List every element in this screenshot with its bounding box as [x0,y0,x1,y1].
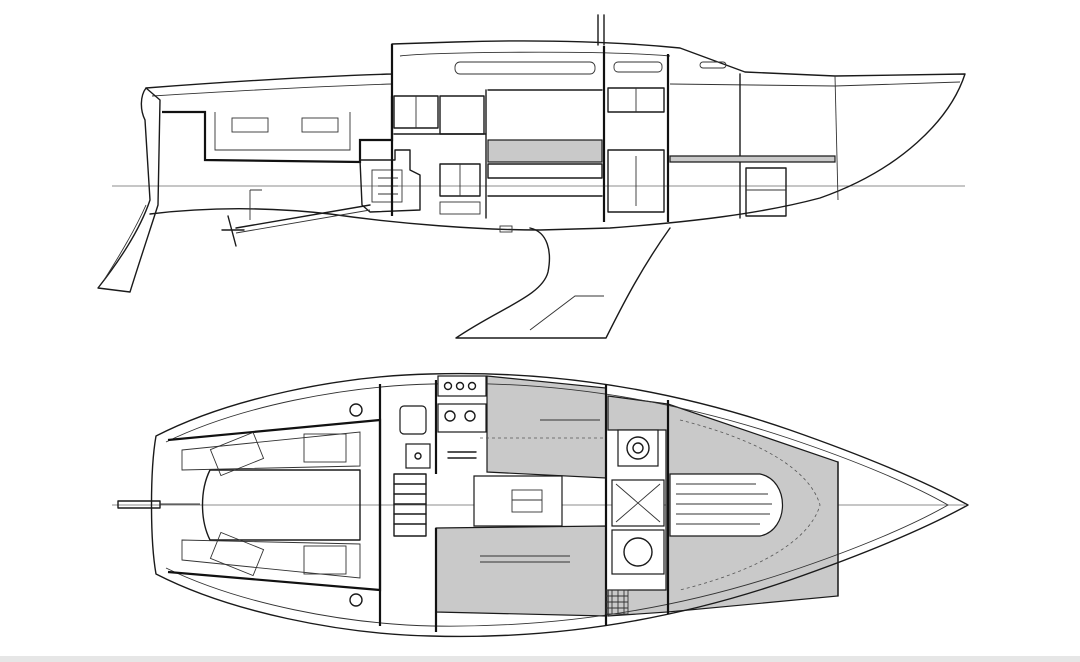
saloon-settee-cushion [487,139,603,163]
head-cabinet [607,149,665,213]
cockpit-well [162,96,394,164]
saloon-settee-front [487,163,603,179]
toilet-compartment [611,529,665,575]
keel [455,227,671,339]
galley-sink-2 [405,443,431,469]
hull-plan [150,372,969,638]
stove-burner [464,410,476,422]
propeller [221,215,245,247]
cockpit-seat [209,431,265,477]
cockpit-seat-cushion [301,117,339,133]
profile-view [97,14,966,339]
cockpit-sole [201,469,361,541]
bottom-strip [0,656,1080,662]
forward-locker [745,167,787,217]
cabin-window [454,61,596,75]
forward-cabin-sole [669,473,783,537]
cabin-window [613,61,663,73]
galley-drawer [439,201,481,215]
prop-shaft [235,204,371,229]
head-sink [626,436,650,460]
cockpit-seat [303,433,347,463]
companionway-steps [393,473,427,537]
v-berth-cushion [669,155,836,163]
port-settee [435,525,607,617]
toilet [623,537,653,567]
cockpit-seat [209,531,265,577]
hull-profile [145,40,966,231]
winch [349,593,363,607]
tiller [117,500,161,509]
plan-view [112,372,969,638]
rudder [97,87,161,293]
engine [359,149,421,213]
galley-sink [399,405,427,435]
winch [349,403,363,417]
cockpit-seat-cushion [231,117,269,133]
saloon-table [473,475,563,527]
galley-stove [439,95,485,135]
head-sink-cabinet [617,429,659,467]
stove-burner [444,410,456,422]
galley-stove-top [437,375,487,397]
cockpit-seat [303,545,347,575]
